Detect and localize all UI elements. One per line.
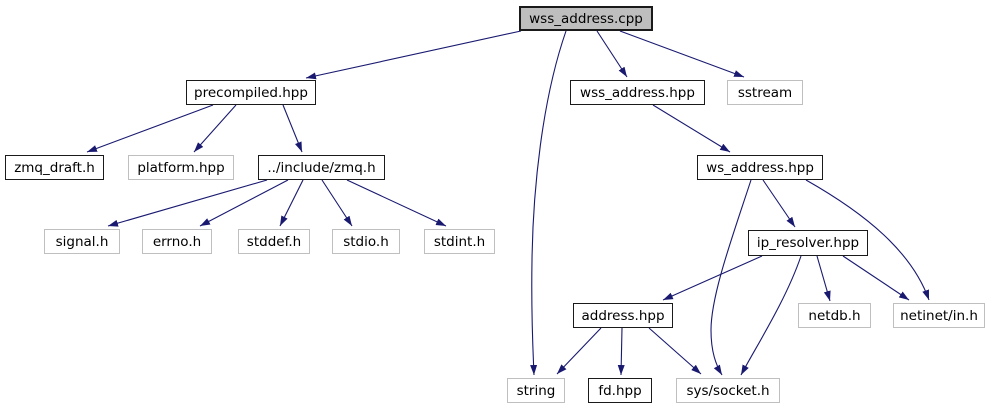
edge-include_zmq_h-stdint_h <box>346 179 447 227</box>
edge-ws_address_hpp-sys_socket_h <box>710 179 752 376</box>
node-address-hpp[interactable]: address.hpp <box>573 303 673 328</box>
edge-ip_resolver_hpp-sys_socket_h <box>740 255 802 376</box>
edge-ws_address_hpp-netinet_in_h <box>805 179 930 301</box>
node-stddef-h: stddef.h <box>238 229 310 254</box>
node-signal-h: signal.h <box>44 229 120 254</box>
node-platform-hpp: platform.hpp <box>128 155 234 180</box>
edge-precompiled_hpp-zmq_draft_h <box>86 104 214 153</box>
node-sstream: sstream <box>727 80 803 105</box>
edge-address_hpp-sys_socket_h <box>648 327 702 375</box>
edge-include_zmq_h-stddef_h <box>279 179 304 227</box>
node-include-zmq-h[interactable]: ../include/zmq.h <box>258 155 385 180</box>
node-stdio-h: stdio.h <box>332 229 400 254</box>
edge-ip_resolver_hpp-netinet_in_h <box>842 255 910 301</box>
edge-wss_address_cpp-wss_address_hpp <box>596 30 628 78</box>
edge-wss_address_cpp-precompiled_hpp <box>305 30 522 80</box>
edge-precompiled_hpp-include_zmq_h <box>282 104 303 153</box>
node-wss-address-hpp[interactable]: wss_address.hpp <box>570 80 705 105</box>
node-errno-h: errno.h <box>142 229 212 254</box>
edge-address_hpp-string <box>556 327 602 375</box>
node-ip-resolver-hpp[interactable]: ip_resolver.hpp <box>748 230 868 256</box>
edge-ip_resolver_hpp-address_hpp <box>662 255 763 301</box>
edge-precompiled_hpp-platform_hpp <box>193 104 237 153</box>
edge-wss_address_cpp-sstream <box>619 30 745 78</box>
node-fd-hpp[interactable]: fd.hpp <box>588 378 652 403</box>
node-wss-address-cpp: wss_address.cpp <box>519 6 653 31</box>
node-netinet-in-h: netinet/in.h <box>893 303 985 328</box>
edge-include_zmq_h-errno_h <box>199 179 289 227</box>
node-zmq-draft-h[interactable]: zmq_draft.h <box>5 155 104 180</box>
node-stdint-h: stdint.h <box>424 229 495 254</box>
edge-ip_resolver_hpp-netdb_h <box>816 255 831 302</box>
node-string: string <box>507 378 565 403</box>
edge-include_zmq_h-signal_h <box>107 179 268 227</box>
edge-wss_address_hpp-ws_address_hpp <box>652 104 731 153</box>
edge-ws_address_hpp-ip_resolver_hpp <box>762 179 796 228</box>
edge-include_zmq_h-stdio_h <box>321 179 353 227</box>
node-sys-socket-h: sys/socket.h <box>676 378 780 403</box>
edge-address_hpp-fd_hpp <box>617 327 625 376</box>
node-precompiled-hpp[interactable]: precompiled.hpp <box>186 80 316 105</box>
edge-wss_address_cpp-string <box>530 30 567 376</box>
node-netdb-h: netdb.h <box>798 303 871 328</box>
node-ws-address-hpp[interactable]: ws_address.hpp <box>697 155 823 180</box>
